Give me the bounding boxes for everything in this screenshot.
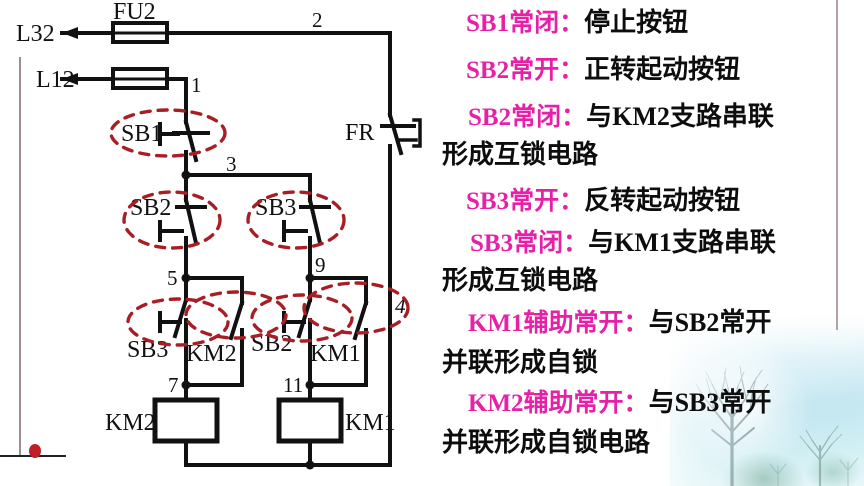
note-row-7: KM2辅助常开：与SB3常开 xyxy=(468,388,772,417)
node-label-11: 11 xyxy=(283,373,303,397)
sb1-pushbutton-actuator xyxy=(158,122,180,146)
vertical-divider xyxy=(836,0,838,330)
explanation-notes-panel: SB1常闭：停止按钮 SB2常开：正转起动按钮 SB2常闭：与KM2支路串联 形… xyxy=(442,0,864,486)
note-sep-3: ： xyxy=(561,104,587,131)
km2-aux-blade xyxy=(228,300,245,341)
note-key-3: SB2常闭 xyxy=(468,104,562,131)
node-label-3: 3 xyxy=(226,152,237,176)
label-sb3-no: SB3 xyxy=(255,195,296,221)
note-sep-2: ： xyxy=(559,57,585,84)
note-value-5: 与KM1支路串联 xyxy=(588,228,776,257)
note-cont-5: 形成互锁电路 xyxy=(442,266,599,295)
node-label-9: 9 xyxy=(315,253,326,277)
label-km2-coil: KM2 xyxy=(105,410,156,436)
fr-blade xyxy=(387,112,404,156)
note-value-7: 与SB3常开 xyxy=(648,388,772,417)
highlight-ellipse-km2-aux xyxy=(184,290,288,340)
note-key-1: SB1常闭 xyxy=(466,10,560,37)
note-sep-7: ： xyxy=(623,390,649,417)
note-sep-1: ： xyxy=(559,10,585,37)
note-row-5: SB3常闭：与KM1支路串联 xyxy=(470,228,776,257)
label-l12: L12 xyxy=(36,67,75,93)
label-km1-coil: KM1 xyxy=(345,410,396,436)
note-sep-6: ： xyxy=(623,310,649,337)
note-cont-3: 形成互锁电路 xyxy=(442,140,599,169)
note-cont-6: 并联形成自锁 xyxy=(442,348,599,377)
label-fr: FR xyxy=(345,120,374,146)
label-l32: L32 xyxy=(16,21,55,47)
node-label-4: 4 xyxy=(395,294,406,318)
note-key-5: SB3常闭 xyxy=(470,230,564,257)
note-row-2: SB2常开：正转起动按钮 xyxy=(466,55,741,84)
note-row-6-cont: 并联形成自锁 xyxy=(442,350,598,376)
sb3-actuator xyxy=(282,220,308,242)
highlight-ellipse-sb3-nc xyxy=(126,297,230,347)
control-circuit-diagram: L32 L12 FU2 1 2 3 4 5 7 9 11 SB1 SB2 SB3… xyxy=(16,0,422,470)
coil-km1 xyxy=(276,397,344,444)
note-row-5-cont: 形成互锁电路 xyxy=(442,268,598,294)
highlight-ellipse-km1-aux xyxy=(302,281,410,335)
note-value-3: 与KM2支路串联 xyxy=(586,102,774,131)
arrow-l32 xyxy=(62,27,78,39)
highlight-ellipse-sb2-nc xyxy=(250,293,354,343)
node-label-1: 1 xyxy=(191,73,202,97)
note-value-4: 反转起动按钮 xyxy=(584,186,741,215)
node-label-5: 5 xyxy=(167,266,178,290)
note-cont-7: 并联形成自锁电路 xyxy=(442,428,651,457)
note-row-4: SB3常开：反转起动按钮 xyxy=(466,186,741,215)
fr-nc-bracket xyxy=(412,118,422,148)
note-key-7: KM2辅助常开 xyxy=(468,390,624,417)
sb3-nc-blade xyxy=(172,297,189,339)
note-row-3: SB2常闭：与KM2支路串联 xyxy=(468,102,774,131)
note-row-7-cont: 并联形成自锁电路 xyxy=(442,430,650,456)
note-key-4: SB3常开 xyxy=(466,188,560,215)
note-key-2: SB2常开 xyxy=(466,57,560,84)
red-bullet-dot xyxy=(29,444,41,458)
note-value-1: 停止按钮 xyxy=(584,8,689,37)
note-row-1: SB1常闭：停止按钮 xyxy=(466,8,689,37)
sb3-nc-actuator xyxy=(158,311,182,333)
node-label-2: 2 xyxy=(312,8,323,32)
left-border-rule xyxy=(19,57,21,456)
note-row-3-cont: 形成互锁电路 xyxy=(442,142,598,168)
label-sb1: SB1 xyxy=(121,121,162,147)
node-dot-bottom xyxy=(305,460,315,470)
label-km1-aux: KM1 xyxy=(310,341,361,367)
note-value-2: 正转起动按钮 xyxy=(584,55,741,84)
coil-km2 xyxy=(152,397,220,444)
sb2-actuator xyxy=(158,220,184,242)
highlight-ellipse-sb2-no xyxy=(122,190,222,250)
label-fu2: FU2 xyxy=(113,0,156,25)
sb2-nc-blade xyxy=(296,297,313,339)
note-value-6: 与SB2常开 xyxy=(648,308,772,337)
highlight-ellipse-sb1 xyxy=(109,108,227,158)
label-sb2-no: SB2 xyxy=(130,195,171,221)
note-sep-5: ： xyxy=(563,230,589,257)
node-label-7: 7 xyxy=(168,373,179,397)
note-key-6: KM1辅助常开 xyxy=(468,310,624,337)
note-sep-4: ： xyxy=(559,188,585,215)
arrow-l12 xyxy=(62,73,78,85)
highlight-ellipse-sb3-no xyxy=(246,190,346,250)
note-row-6: KM1辅助常开：与SB2常开 xyxy=(468,308,772,337)
